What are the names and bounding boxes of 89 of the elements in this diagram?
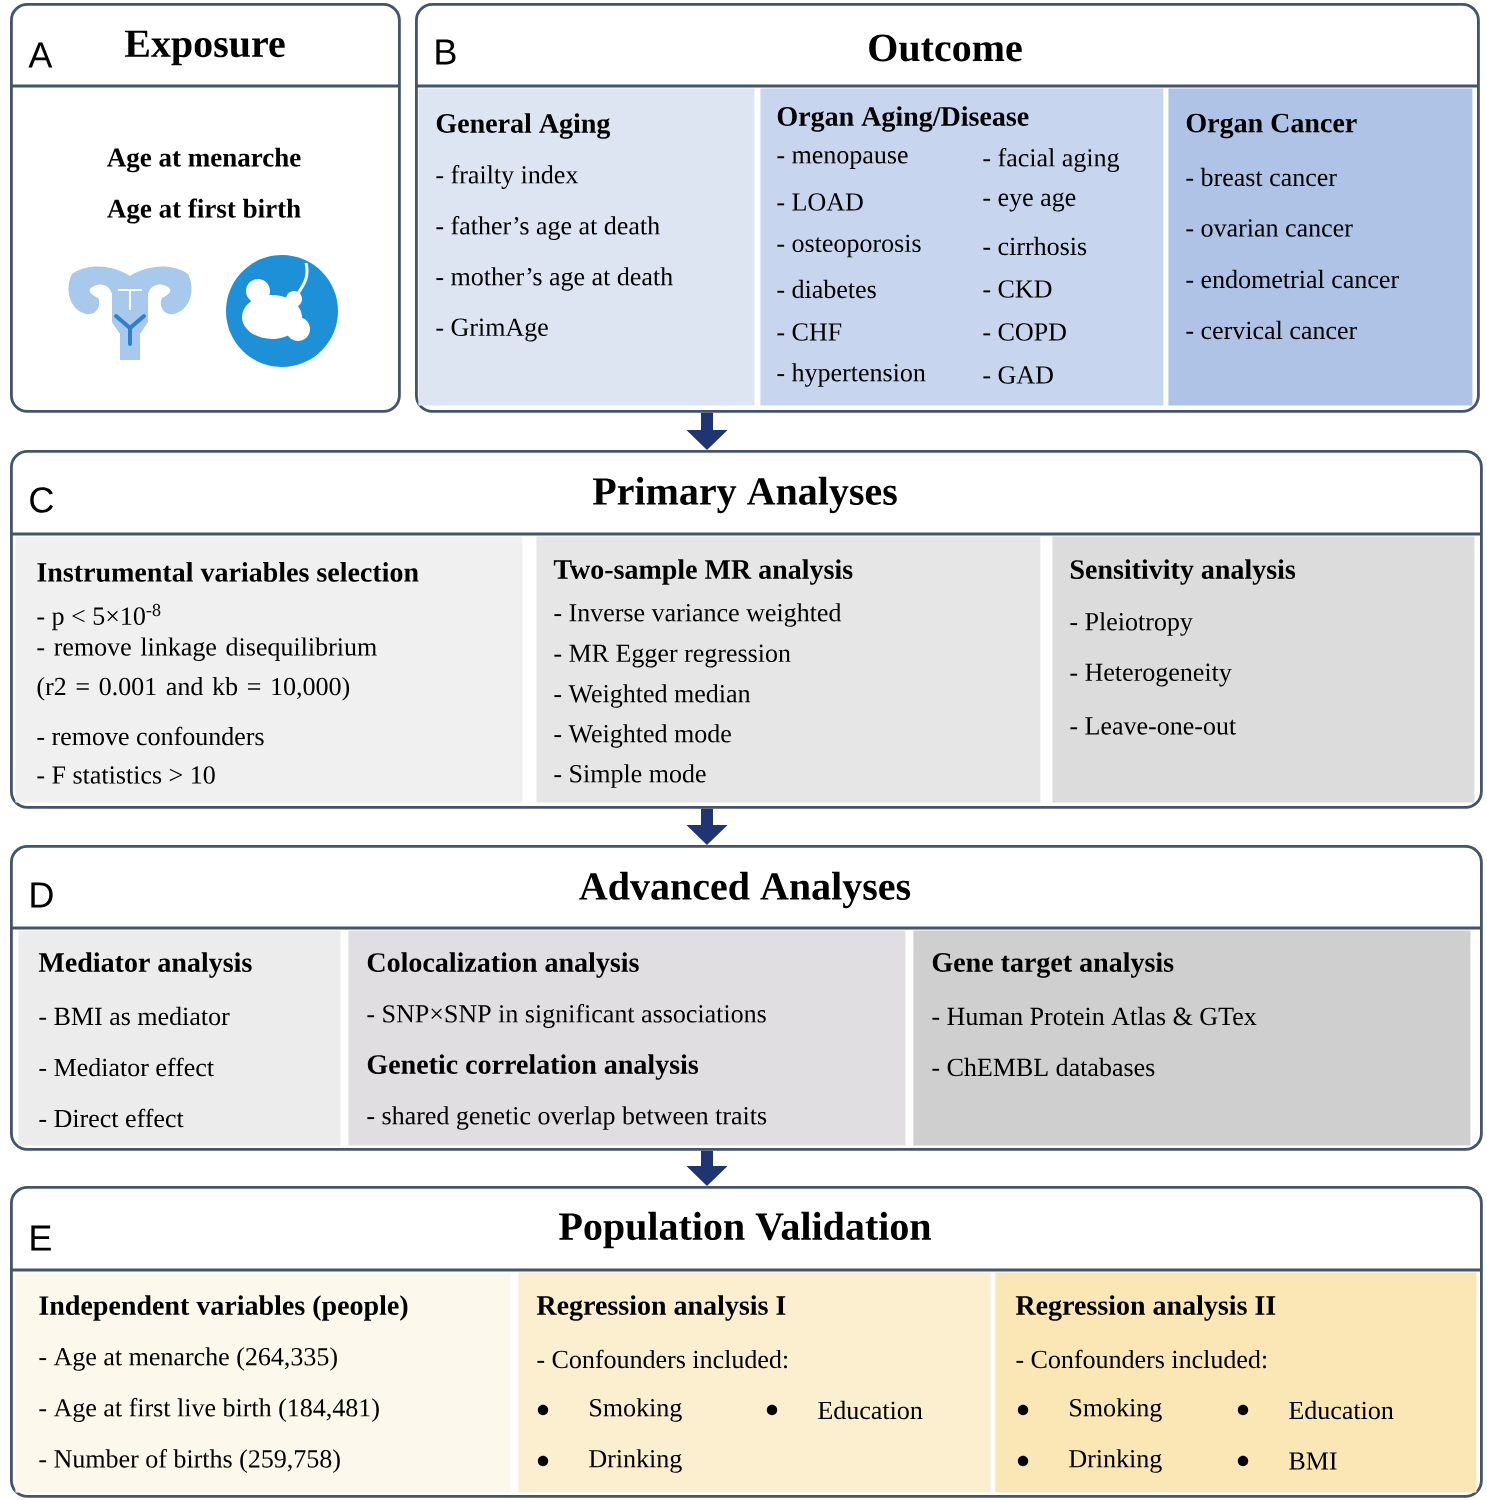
section-heading: Colocalization analysis	[367, 952, 639, 978]
list-item: - F statistics > 10	[37, 766, 215, 784]
section-heading: Sensitivity analysis	[1070, 559, 1296, 585]
list-item: Smoking	[590, 1398, 682, 1422]
list-item: - remove linkage disequilibrium (r2 = 0.001 and kb = 10,000)	[37, 637, 377, 701]
section-heading: Two-sample MR analysis	[553, 559, 853, 585]
exposure-label: Age at first birth	[107, 198, 301, 224]
panel-letter: D	[31, 882, 53, 908]
list-item: - Weighted mode	[554, 724, 731, 748]
list-item: Drinking	[1069, 1449, 1162, 1473]
panel-title: Population Validation	[559, 1211, 931, 1249]
list-item: Drinking	[589, 1449, 682, 1473]
section-box	[15, 1272, 511, 1493]
list-item: - osteoporosis	[777, 234, 921, 258]
list-item: - ChEMBL databases	[932, 1057, 1155, 1077]
list-item: Education	[818, 1400, 923, 1420]
section-box	[348, 930, 906, 1146]
section-box	[518, 1272, 991, 1493]
panel-letter: C	[30, 487, 53, 513]
list-item: - Number of births (259,758)	[39, 1449, 340, 1473]
list-item: - cirrhosis	[983, 236, 1087, 256]
list-item: - Weighted median	[554, 684, 751, 708]
section-heading: Instrumental variables selection	[37, 562, 419, 582]
list-item: - menopause	[777, 151, 908, 169]
list-item: - GAD	[983, 366, 1053, 384]
list-item: - cervical cancer	[1186, 320, 1357, 340]
panel-letter: A	[28, 42, 53, 68]
section-heading: Genetic correlation analysis	[367, 1054, 699, 1080]
section-box	[913, 930, 1471, 1146]
list-item: - Confounders included:	[537, 1349, 788, 1369]
exposure-label: Age at menarche	[107, 147, 301, 173]
section-heading: Organ Aging/Disease	[777, 106, 1029, 132]
list-item: - mother’s age at death	[436, 267, 673, 291]
section-heading: Independent variables (people)	[39, 1295, 408, 1321]
list-item: - MR Egger regression	[554, 644, 791, 668]
section-heading: Gene target analysis	[932, 952, 1174, 978]
panel	[10, 3, 401, 413]
list-item: - SNP×SNP in significant associations	[367, 1004, 766, 1028]
list-item: - diabetes	[777, 279, 876, 299]
panel-title: Outcome	[869, 34, 1022, 62]
section-box	[995, 1272, 1477, 1493]
list-item: - Mediator effect	[39, 1057, 214, 1077]
panel-letter: E	[31, 1225, 51, 1251]
section-box	[1052, 536, 1475, 803]
list-item: - Leave-one-out	[1070, 717, 1236, 735]
list-item: - Heterogeneity	[1070, 663, 1232, 687]
list-item: - Pleiotropy	[1070, 612, 1193, 636]
list-item: - Inverse variance weighted	[554, 603, 842, 627]
panel-title: Primary Analyses	[592, 476, 897, 514]
list-item: - BMI as mediator	[39, 1006, 230, 1026]
list-item: - shared genetic overlap between traits	[367, 1106, 767, 1130]
list-item: Education	[1289, 1400, 1394, 1420]
list-item: - p < 5×10$^{-8}$	[37, 603, 161, 631]
section-box	[1168, 88, 1473, 406]
list-item: - endometrial cancer	[1186, 269, 1399, 289]
section-box	[418, 88, 755, 406]
list-item: - facial aging	[983, 148, 1120, 172]
list-item: - ovarian cancer	[1186, 219, 1353, 237]
list-item: - Human Protein Atlas & GTex	[932, 1006, 1257, 1026]
list-item: - eye age	[983, 192, 1076, 212]
panel-title: Exposure	[124, 30, 285, 66]
list-item: - Direct effect	[39, 1108, 184, 1128]
list-item: - CHF	[777, 323, 842, 341]
section-heading: Regression analysis I	[536, 1295, 786, 1321]
list-item: - frailty index	[436, 165, 579, 189]
section-box	[536, 536, 1041, 803]
panel-letter: B	[436, 39, 456, 65]
section-box	[15, 536, 523, 803]
section-heading: Organ Cancer	[1186, 113, 1357, 139]
list-item: - breast cancer	[1186, 167, 1337, 187]
panel-title: Advanced Analyses	[579, 871, 911, 909]
section-box	[760, 88, 1164, 406]
list-item: - Confounders included:	[1016, 1349, 1267, 1369]
list-item: - Simple mode	[554, 764, 706, 788]
list-item: Smoking	[1070, 1398, 1162, 1422]
list-item: - remove confounders	[37, 726, 264, 746]
section-heading: General Aging	[436, 113, 611, 139]
section-heading: Regression analysis II	[1015, 1295, 1276, 1321]
section-heading: Mediator analysis	[38, 952, 252, 978]
list-item: - CKD	[983, 280, 1052, 298]
list-item: - GrimAge	[436, 318, 548, 342]
list-item: - LOAD	[777, 193, 863, 211]
list-item: - hypertension	[777, 363, 926, 387]
list-item: BMI	[1289, 1452, 1337, 1470]
list-item: - COPD	[983, 323, 1066, 341]
section-box	[18, 930, 341, 1146]
list-item: - Age at menarche (264,335)	[39, 1347, 337, 1371]
list-item: - father’s age at death	[436, 216, 660, 240]
list-item: - Age at first live birth (184,481)	[39, 1398, 379, 1422]
